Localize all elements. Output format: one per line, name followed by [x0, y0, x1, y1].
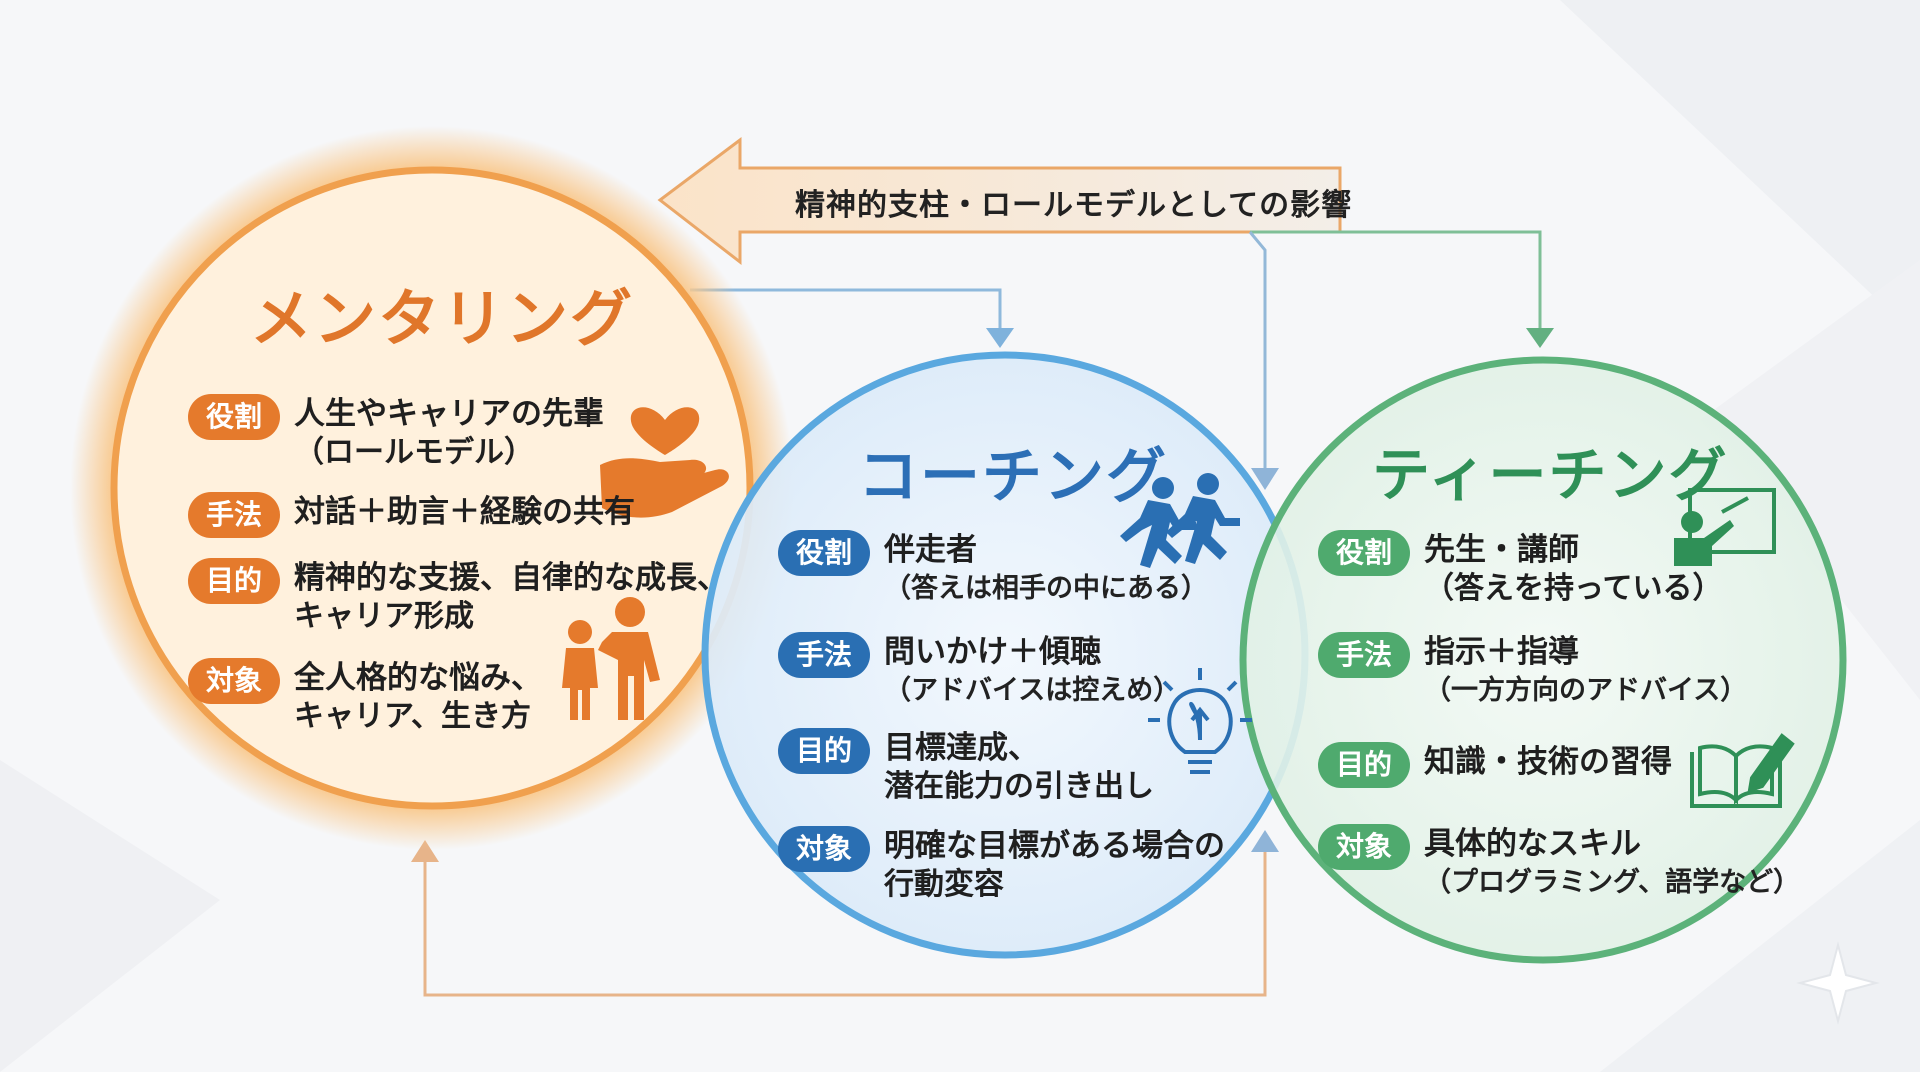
teaching-badge-purpose: 目的 — [1318, 742, 1410, 788]
mentoring-target-line2: キャリア、生き方 — [294, 699, 531, 734]
coaching-method-line1: 問いかけ＋傾聴 — [884, 634, 1101, 670]
mentoring-row-role: 役割 人生やキャリアの先輩（ロールモデル） — [188, 394, 604, 472]
influence-arrow — [657, 137, 1342, 266]
teaching-role-line2: （答えを持っている） — [1424, 571, 1723, 606]
coaching-target-line2: 行動変容 — [884, 867, 1004, 902]
mentoring-to-coaching-line — [690, 288, 1002, 330]
mentoring-purpose-line1: 精神的な支援、自律的な成長、 — [294, 560, 728, 596]
teaching-row-role: 役割 先生・講師（答えを持っている） — [1318, 530, 1723, 608]
teaching-badge-role: 役割 — [1318, 530, 1410, 576]
coaching-purpose-line2: 潜在能力の引き出し — [884, 769, 1154, 804]
top-to-coaching-right-line — [1248, 231, 1267, 470]
mentoring-badge-target: 対象 — [188, 658, 280, 704]
coaching-badge-role: 役割 — [778, 530, 870, 576]
coaching-method-line2: （アドバイスは控えめ） — [884, 675, 1181, 706]
runners-icon — [1120, 473, 1240, 568]
teaching-target-line1: 具体的なスキル — [1424, 826, 1641, 862]
mentoring-role-line2: （ロールモデル） — [294, 435, 534, 470]
coaching-badge-target: 対象 — [778, 826, 870, 872]
influence-arrow-label: 精神的支柱・ロールモデルとしての影響 — [795, 188, 1353, 223]
mentor-people-icon — [562, 597, 660, 720]
coaching-purpose-line1: 目標達成、 — [884, 730, 1039, 766]
mentoring-method-line1: 対話＋助言＋経験の共有 — [294, 494, 635, 530]
coaching-row-target: 対象 明確な目標がある場合の行動変容 — [778, 826, 1225, 904]
mentoring-title: メンタリング — [250, 282, 635, 355]
mentoring-circle — [110, 166, 754, 810]
coaching-badge-method: 手法 — [778, 632, 870, 678]
mentoring-badge-method: 手法 — [188, 492, 280, 538]
teaching-badge-method: 手法 — [1318, 632, 1410, 678]
lightbulb-icon — [1148, 668, 1252, 774]
mentoring-badge-purpose: 目的 — [188, 558, 280, 604]
teaching-row-purpose: 目的 知識・技術の習得 — [1318, 742, 1672, 788]
coaching-row-method: 手法 問いかけ＋傾聴 （アドバイスは控えめ） — [778, 632, 1180, 710]
teaching-title: ティーチング — [1372, 441, 1729, 509]
teaching-method-line1: 指示＋指導 — [1424, 634, 1579, 670]
mentoring-role-line1: 人生やキャリアの先輩 — [294, 396, 604, 432]
teaching-purpose-line1: 知識・技術の習得 — [1424, 744, 1672, 780]
coaching-row-role: 役割 伴走者 （答えは相手の中にある） — [778, 530, 1208, 608]
mentoring-row-target: 対象 全人格的な悩み、キャリア、生き方 — [188, 658, 542, 736]
teaching-row-method: 手法 指示＋指導 （一方方向のアドバイス） — [1318, 632, 1747, 710]
teaching-role-line1: 先生・講師 — [1424, 532, 1579, 568]
teacher-board-icon — [1674, 488, 1776, 566]
mentoring-row-method: 手法 対話＋助言＋経験の共有 — [188, 492, 635, 538]
teaching-badge-target: 対象 — [1318, 824, 1410, 870]
heart-hand-icon — [600, 407, 729, 518]
book-pencil-icon — [1690, 733, 1795, 808]
mentoring-row-purpose: 目的 精神的な支援、自律的な成長、キャリア形成 — [188, 558, 728, 636]
teaching-row-target: 対象 具体的なスキル （プログラミング、語学など） — [1318, 824, 1800, 902]
coaching-row-purpose: 目的 目標達成、潜在能力の引き出し — [778, 728, 1154, 806]
coaching-role-line1: 伴走者 — [884, 532, 977, 568]
mentoring-purpose-line2: キャリア形成 — [294, 599, 474, 634]
sparkle-icon — [1796, 941, 1880, 1025]
mentoring-target-line1: 全人格的な悩み、 — [294, 660, 542, 696]
coaching-role-line2: （答えは相手の中にある） — [884, 573, 1208, 604]
coaching-target-line1: 明確な目標がある場合の — [884, 828, 1225, 864]
teaching-method-line2: （一方方向のアドバイス） — [1424, 675, 1748, 706]
bottom-return-line — [423, 845, 1267, 997]
coaching-badge-purpose: 目的 — [778, 728, 870, 774]
teaching-circle — [1239, 356, 1847, 964]
teaching-target-line2: （プログラミング、語学など） — [1424, 867, 1801, 898]
top-to-teaching-line — [1250, 230, 1542, 330]
mentoring-badge-role: 役割 — [188, 394, 280, 440]
coaching-title: コーチング — [858, 442, 1168, 512]
